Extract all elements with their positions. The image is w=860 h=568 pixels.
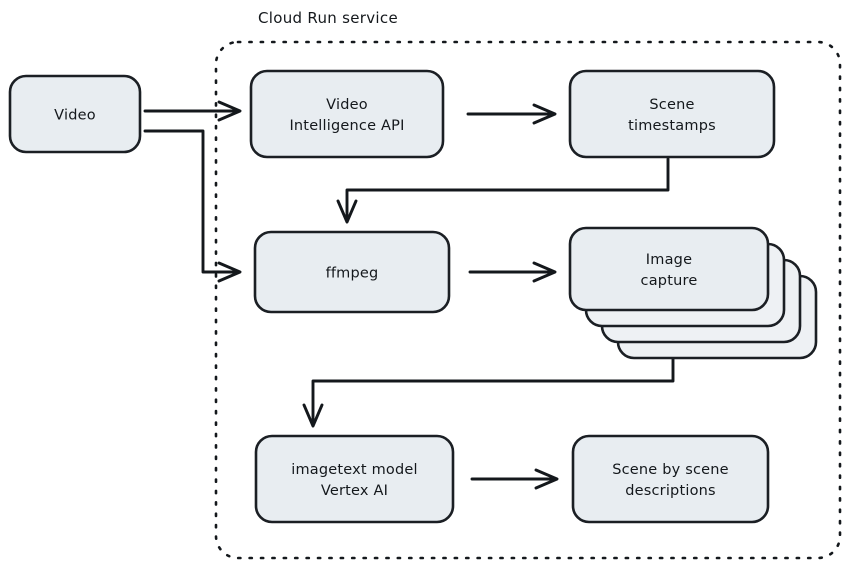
node-label-line: Video [54,108,96,124]
node-label-line: capture [641,273,698,289]
edge-video-to-video-intelligence-api [143,100,242,122]
node-label-line: Image [646,252,692,268]
node-label-line: descriptions [625,483,716,499]
edge-line [345,157,670,220]
node-label-line: Intelligence API [289,118,404,134]
node-scene-by-scene-descriptions[interactable]: Scene by scene descriptions [571,434,770,524]
node-shape[interactable] [253,230,451,314]
node-label-line: imagetext model [291,462,418,478]
edge-line [311,346,675,424]
arrow-head-icon [217,100,242,122]
node-label-line: ffmpeg [326,266,379,282]
node-label-line: Scene [649,97,694,113]
node-video[interactable]: Video [8,74,142,154]
arrow-head-icon [336,199,358,224]
node-shape[interactable] [249,69,445,159]
node-shape[interactable] [8,74,142,154]
arrow-head-icon [534,468,559,490]
edge-image-capture-to-imagetext-model [302,346,675,428]
node-label-line: timestamps [628,118,716,134]
node-label: Scene by scene descriptions [612,462,729,499]
node-label: Video [54,108,96,124]
node-label: Scene timestamps [628,97,716,134]
arrow-head-icon [302,403,324,428]
group-border-rect [214,40,842,560]
edge-video-intelligence-api-to-scene-timestamps [466,103,557,125]
group-cloud-run-service: Cloud Run service [214,9,842,560]
node-label-line: Scene by scene [612,462,729,478]
node-scene-timestamps[interactable]: Scene timestamps [568,69,776,159]
edge-scene-timestamps-to-ffmpeg [336,157,670,224]
node-shape[interactable] [568,226,770,312]
edge-imagetext-model-to-scene-descriptions [470,468,559,490]
edge-video-to-ffmpeg [143,129,242,283]
node-label-line: Video [326,97,368,113]
edges-layer [143,100,675,490]
node-label: Image capture [641,252,698,289]
node-label-line: Vertex AI [321,483,388,499]
node-ffmpeg[interactable]: ffmpeg [253,230,451,314]
arrow-head-icon [532,261,557,283]
node-image-capture[interactable]: Image capture [568,226,818,360]
arrow-head-icon [532,103,557,125]
edge-line [143,129,238,274]
node-shape[interactable] [254,434,455,524]
group-title-label: Cloud Run service [258,9,398,27]
node-label: ffmpeg [326,266,379,282]
node-shape[interactable] [571,434,770,524]
node-shape[interactable] [568,69,776,159]
arrow-head-icon [217,261,242,283]
edge-ffmpeg-to-image-capture [468,261,557,283]
